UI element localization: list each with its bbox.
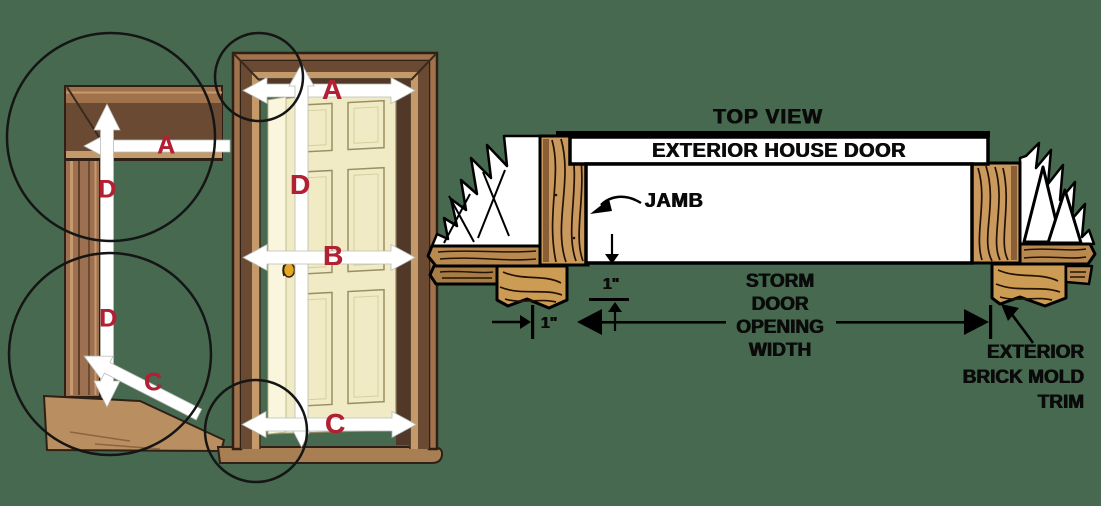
right-wall-section	[1018, 141, 1096, 246]
top-view-figure	[426, 131, 1097, 344]
height-arrow-d-left-figure	[93, 103, 121, 408]
brick-mold-pointer-arrow	[1001, 304, 1035, 344]
corner-circle-bottom	[203, 378, 309, 484]
opening-width-dimension	[492, 305, 993, 339]
door-label-a: A	[321, 74, 343, 105]
left-wall-section	[430, 134, 542, 248]
jamb-box	[584, 162, 974, 265]
exterior-brick-mold-trim-label: EXTERIOR BRICK MOLD TRIM	[962, 342, 1084, 413]
detail-circle-top	[5, 31, 217, 243]
right-jamb-wood	[970, 161, 1022, 265]
left-detail-figure	[5, 31, 231, 457]
corner-circle-top	[213, 31, 305, 123]
jamb-pointer-arrow	[590, 195, 642, 214]
top-view-title: TOP VIEW	[713, 105, 823, 129]
jamb-label: JAMB	[644, 190, 704, 212]
brick-mold-dimension-label: 1"	[540, 315, 558, 332]
front-door-figure	[203, 31, 444, 484]
door-label-d: D	[289, 169, 311, 200]
sill-arrow-c-left-figure	[83, 355, 203, 421]
storm-door-opening-width-label: STORM DOOR OPENING WIDTH	[736, 271, 824, 361]
door-sill	[216, 446, 444, 464]
jamb-inset-dimension-label: 1"	[602, 276, 620, 293]
left-detail-label-d-bottom: D	[98, 304, 118, 333]
left-detail-label-c: C	[143, 368, 163, 397]
detail-circle-bottom	[7, 251, 213, 457]
door-label-c: C	[324, 408, 346, 439]
width-arrow-a	[242, 76, 416, 105]
left-detail-label-a: A	[156, 131, 176, 160]
right-brick-mold	[990, 242, 1097, 308]
door-panels	[301, 99, 385, 407]
width-arrow-c	[241, 410, 417, 439]
left-brick-mold	[426, 244, 569, 310]
doorknob	[282, 262, 296, 278]
door-label-b: B	[322, 240, 344, 271]
jamb-inset-dimension-arrows	[589, 234, 629, 331]
width-arrow-b	[242, 243, 416, 272]
exterior-house-door-label: EXTERIOR HOUSE DOOR	[652, 140, 906, 162]
left-detail-label-d-top: D	[97, 175, 117, 204]
